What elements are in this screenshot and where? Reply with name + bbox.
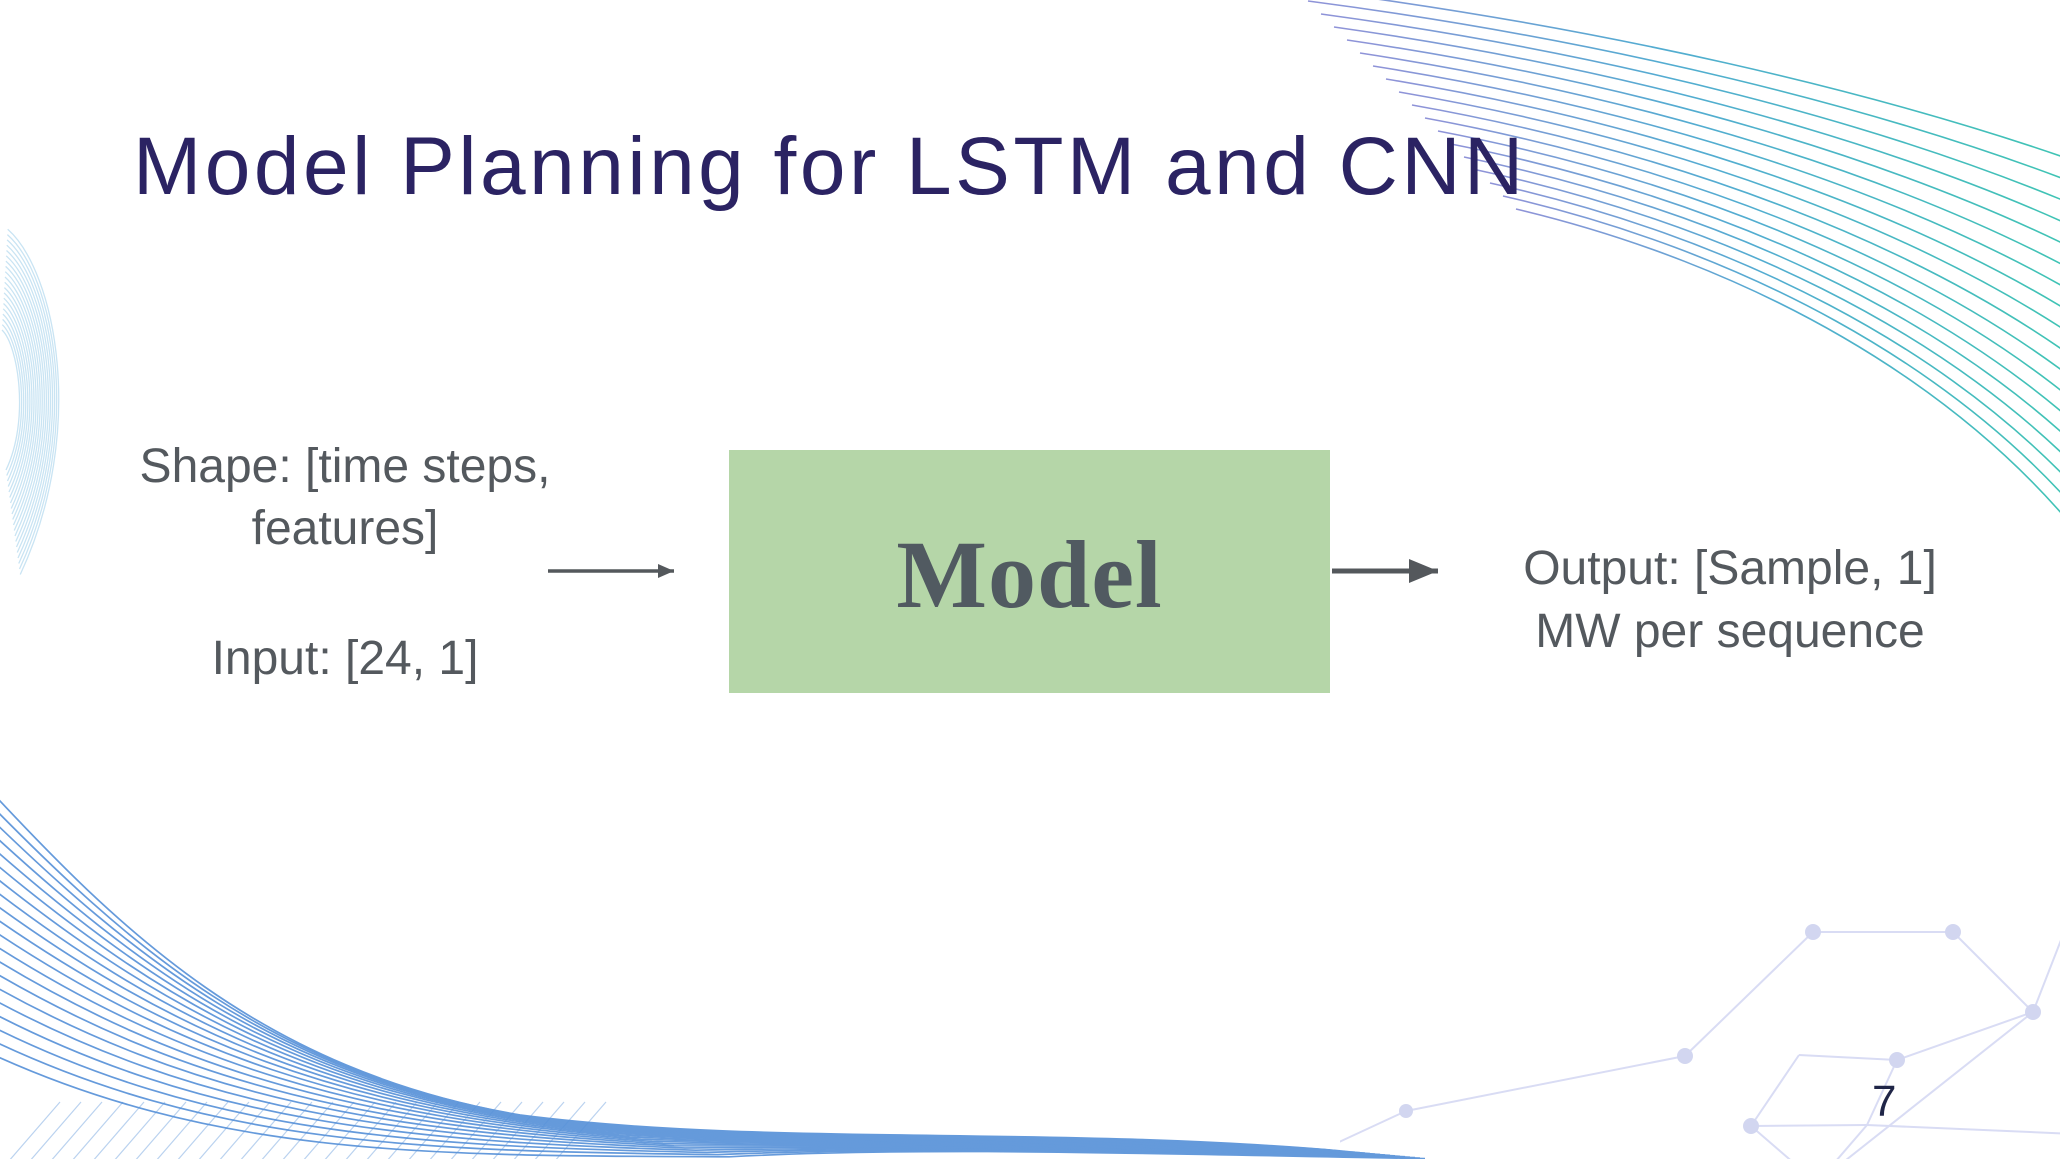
network-graph-decoration [1340,924,2060,1159]
page-number: 7 [1872,1077,1897,1126]
model-box-label: Model [896,521,1163,628]
input-shape-line2: features] [251,502,439,555]
output-line2: MW per sequence [1535,605,1925,658]
input-shape-label: Shape: [time steps, features] Input: [24… [100,436,590,690]
output-label: Output: [Sample, 1] MW per sequence [1450,537,2010,663]
input-value-label: Input: [24, 1] [211,632,479,685]
model-box: Model [729,450,1330,693]
wave-lines-bottom-left-decoration [0,799,1458,1159]
slide-title: Model Planning for LSTM and CNN [133,121,1527,212]
output-line1: Output: [Sample, 1] [1523,542,1937,595]
input-shape-line1: Shape: [time steps, [139,440,551,493]
